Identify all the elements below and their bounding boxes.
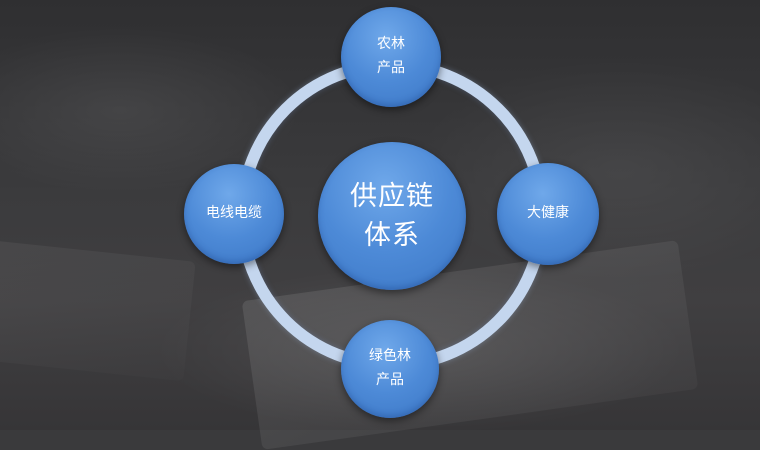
bottom-node: 绿色林 产品 [341, 320, 439, 418]
center-node: 供应链 体系 [318, 142, 466, 290]
center-node-label: 供应链 体系 [350, 177, 434, 255]
top-node-label: 农林 产品 [377, 33, 405, 81]
center-node-line-1: 供应链 [350, 180, 434, 212]
supply-chain-diagram: 供应链 体系 农林 产品 大健康 绿色林 产品 电线电缆 [184, 7, 599, 418]
top-node: 农林 产品 [341, 7, 441, 107]
right-node-label: 大健康 [527, 202, 569, 226]
top-node-line-1: 农林 [377, 36, 405, 53]
right-node-line-1: 大健康 [527, 205, 569, 222]
top-node-line-2: 产品 [377, 60, 405, 76]
right-node: 大健康 [497, 163, 599, 265]
bottom-node-line-2: 产品 [376, 372, 404, 388]
bottom-node-label: 绿色林 产品 [369, 345, 411, 393]
left-node-label: 电线电缆 [206, 202, 262, 226]
left-node: 电线电缆 [184, 164, 284, 264]
bottom-node-line-1: 绿色林 [369, 348, 411, 365]
center-node-line-2: 体系 [364, 220, 420, 251]
left-node-line-1: 电线电缆 [206, 205, 262, 222]
